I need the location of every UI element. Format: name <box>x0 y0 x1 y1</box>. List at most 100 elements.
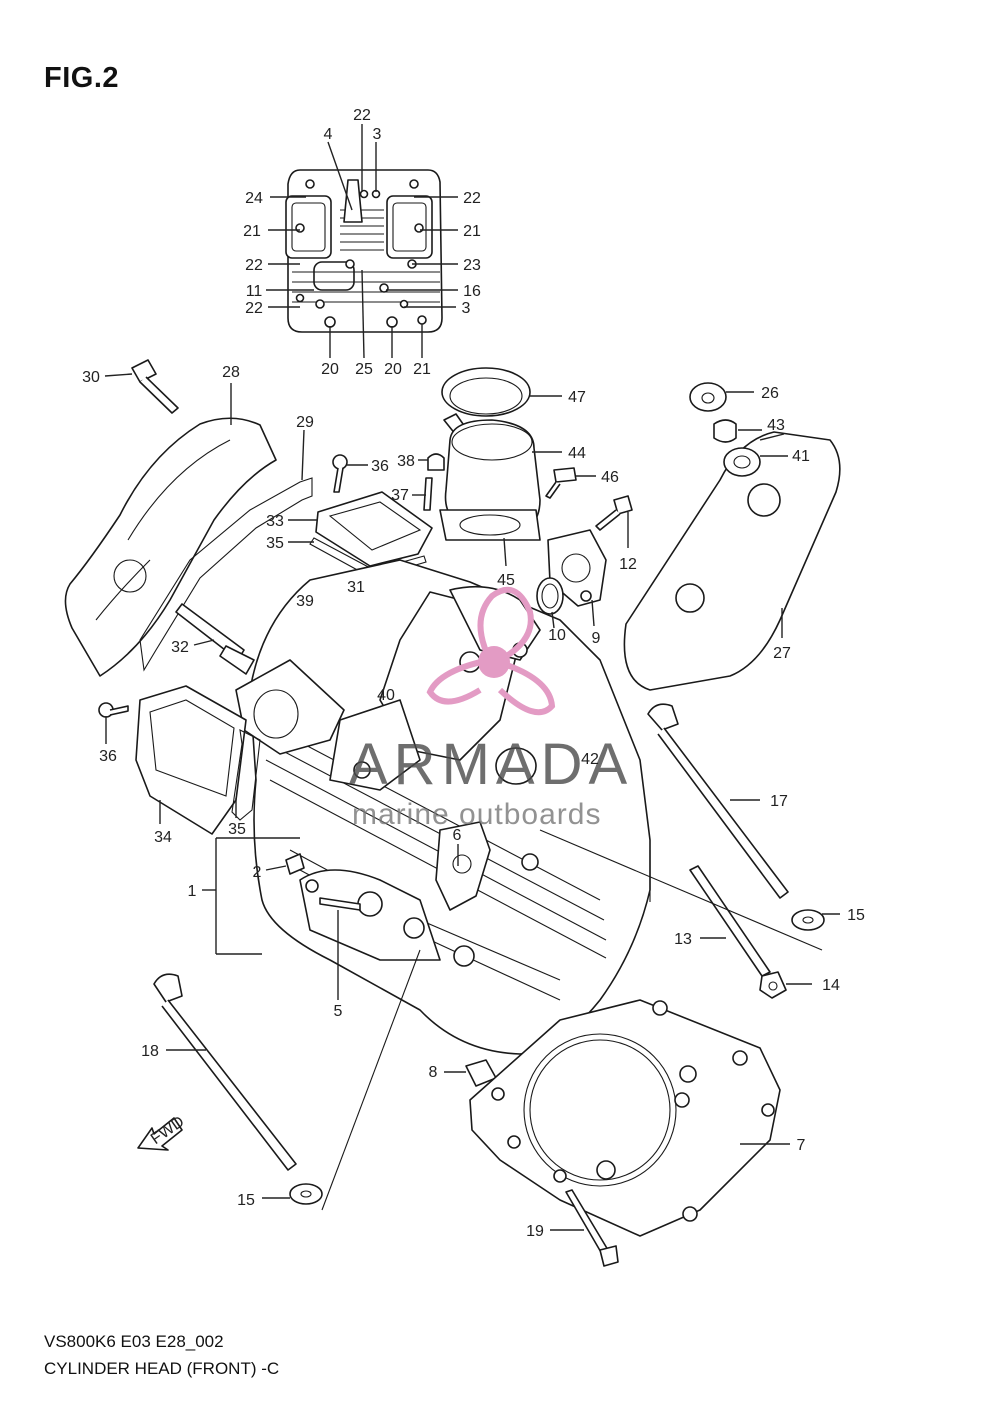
side-cover-28 <box>64 417 277 677</box>
grommet-43 <box>713 419 737 443</box>
callout-2: 2 <box>253 864 262 881</box>
watermark-brand: ARMADA <box>349 732 633 797</box>
washer-15-left <box>289 1183 323 1205</box>
callout-4: 4 <box>324 126 333 143</box>
callout-33: 33 <box>266 513 284 530</box>
callout-35: 35 <box>266 535 284 552</box>
callout-1: 1 <box>188 883 197 900</box>
callout-15: 15 <box>847 907 865 924</box>
callout-27: 27 <box>773 645 791 662</box>
bolt-18 <box>153 973 297 1171</box>
callout-11: 11 <box>246 283 263 300</box>
gasket-29 <box>139 477 313 672</box>
callout-22: 22 <box>245 257 263 274</box>
callout-9: 9 <box>592 630 601 647</box>
callout-21: 21 <box>463 223 481 240</box>
figure-title: FIG.2 <box>44 62 120 94</box>
head-cover-leaders <box>266 124 458 359</box>
callout-31: 31 <box>347 579 365 596</box>
callout-38: 38 <box>397 453 415 470</box>
bolt-12 <box>595 495 633 531</box>
breather-cover-34 <box>135 685 247 835</box>
breather-cover-33 <box>315 491 433 567</box>
stud-13 <box>689 865 771 977</box>
side-cover-27 <box>623 431 841 691</box>
callout-22: 22 <box>463 190 481 207</box>
bolt-46 <box>545 467 577 499</box>
callout-16: 16 <box>463 283 481 300</box>
callout-47: 47 <box>568 389 586 406</box>
callout-3: 3 <box>373 126 382 143</box>
bracket-1 <box>202 837 300 955</box>
gasket-35-lower <box>231 729 261 821</box>
callout-22: 22 <box>245 300 263 317</box>
bolt-30 <box>131 359 179 414</box>
head-cover-top-view <box>285 169 443 333</box>
dowel-2 <box>285 853 305 875</box>
callout-46: 46 <box>601 469 619 486</box>
insulator-45 <box>439 509 541 541</box>
watermark-logo: ARMADA marine outboards <box>349 586 633 831</box>
grommet-41 <box>723 447 761 477</box>
callout-30: 30 <box>82 369 100 386</box>
water-outlet-9 <box>547 529 607 607</box>
forward-badge: FWD <box>148 1113 188 1148</box>
callout-40: 40 <box>377 687 395 704</box>
bolt-36-top <box>332 454 348 493</box>
callout-34: 34 <box>154 829 172 846</box>
bolt-36-left <box>98 702 129 718</box>
callout-6: 6 <box>453 827 462 844</box>
callout-13: 13 <box>674 931 692 948</box>
plug-38 <box>427 453 445 471</box>
callout-14: 14 <box>822 977 840 994</box>
callout-21: 21 <box>243 223 261 240</box>
stud-5 <box>319 897 361 911</box>
forward-arrow: FWD <box>137 1113 188 1151</box>
callout-7: 7 <box>797 1137 806 1154</box>
callout-22: 22 <box>353 107 371 124</box>
callout-18: 18 <box>141 1043 159 1060</box>
callout-10: 10 <box>548 627 566 644</box>
callout-21: 21 <box>413 361 431 378</box>
callout-8: 8 <box>429 1064 438 1081</box>
propeller-icon <box>426 586 556 716</box>
callout-20: 20 <box>384 361 402 378</box>
diagram-caption: CYLINDER HEAD (FRONT) -C <box>44 1359 280 1378</box>
callout-labels: 22 4 3 24 22 21 21 22 23 11 16 22 3 20 2… <box>82 107 865 1240</box>
callout-43: 43 <box>767 417 785 434</box>
stud-37 <box>423 477 433 511</box>
callout-19: 19 <box>526 1223 544 1240</box>
callout-35: 35 <box>228 821 246 838</box>
callout-26: 26 <box>761 385 779 402</box>
callout-5: 5 <box>334 1003 343 1020</box>
callout-15: 15 <box>237 1192 255 1209</box>
callout-28: 28 <box>222 364 240 381</box>
bolt-17 <box>647 703 789 899</box>
guide-lines <box>321 829 823 1211</box>
bolt-19 <box>565 1189 619 1267</box>
callout-23: 23 <box>463 257 481 274</box>
cap-26 <box>689 382 727 412</box>
callout-41: 41 <box>792 448 810 465</box>
callout-17: 17 <box>770 793 788 810</box>
callout-32: 32 <box>171 639 189 656</box>
callout-37: 37 <box>391 487 409 504</box>
nut-14 <box>759 971 787 999</box>
callout-25: 25 <box>355 361 373 378</box>
callout-12: 12 <box>619 556 637 573</box>
callout-39: 39 <box>296 593 314 610</box>
callout-20: 20 <box>321 361 339 378</box>
callout-24: 24 <box>245 190 263 207</box>
callout-3: 3 <box>462 300 471 317</box>
callout-36: 36 <box>99 748 117 765</box>
callout-44: 44 <box>568 445 586 462</box>
o-ring-10 <box>536 577 564 615</box>
callout-36: 36 <box>371 458 389 475</box>
callout-45: 45 <box>497 572 515 589</box>
diagram-footer: VS800K6 E03 E28_002 CYLINDER HEAD (FRONT… <box>44 1328 279 1382</box>
callout-42: 42 <box>581 751 599 768</box>
watermark-tagline: marine outboards <box>352 798 601 831</box>
spark-plug-32 <box>175 603 255 675</box>
callout-29: 29 <box>296 414 314 431</box>
